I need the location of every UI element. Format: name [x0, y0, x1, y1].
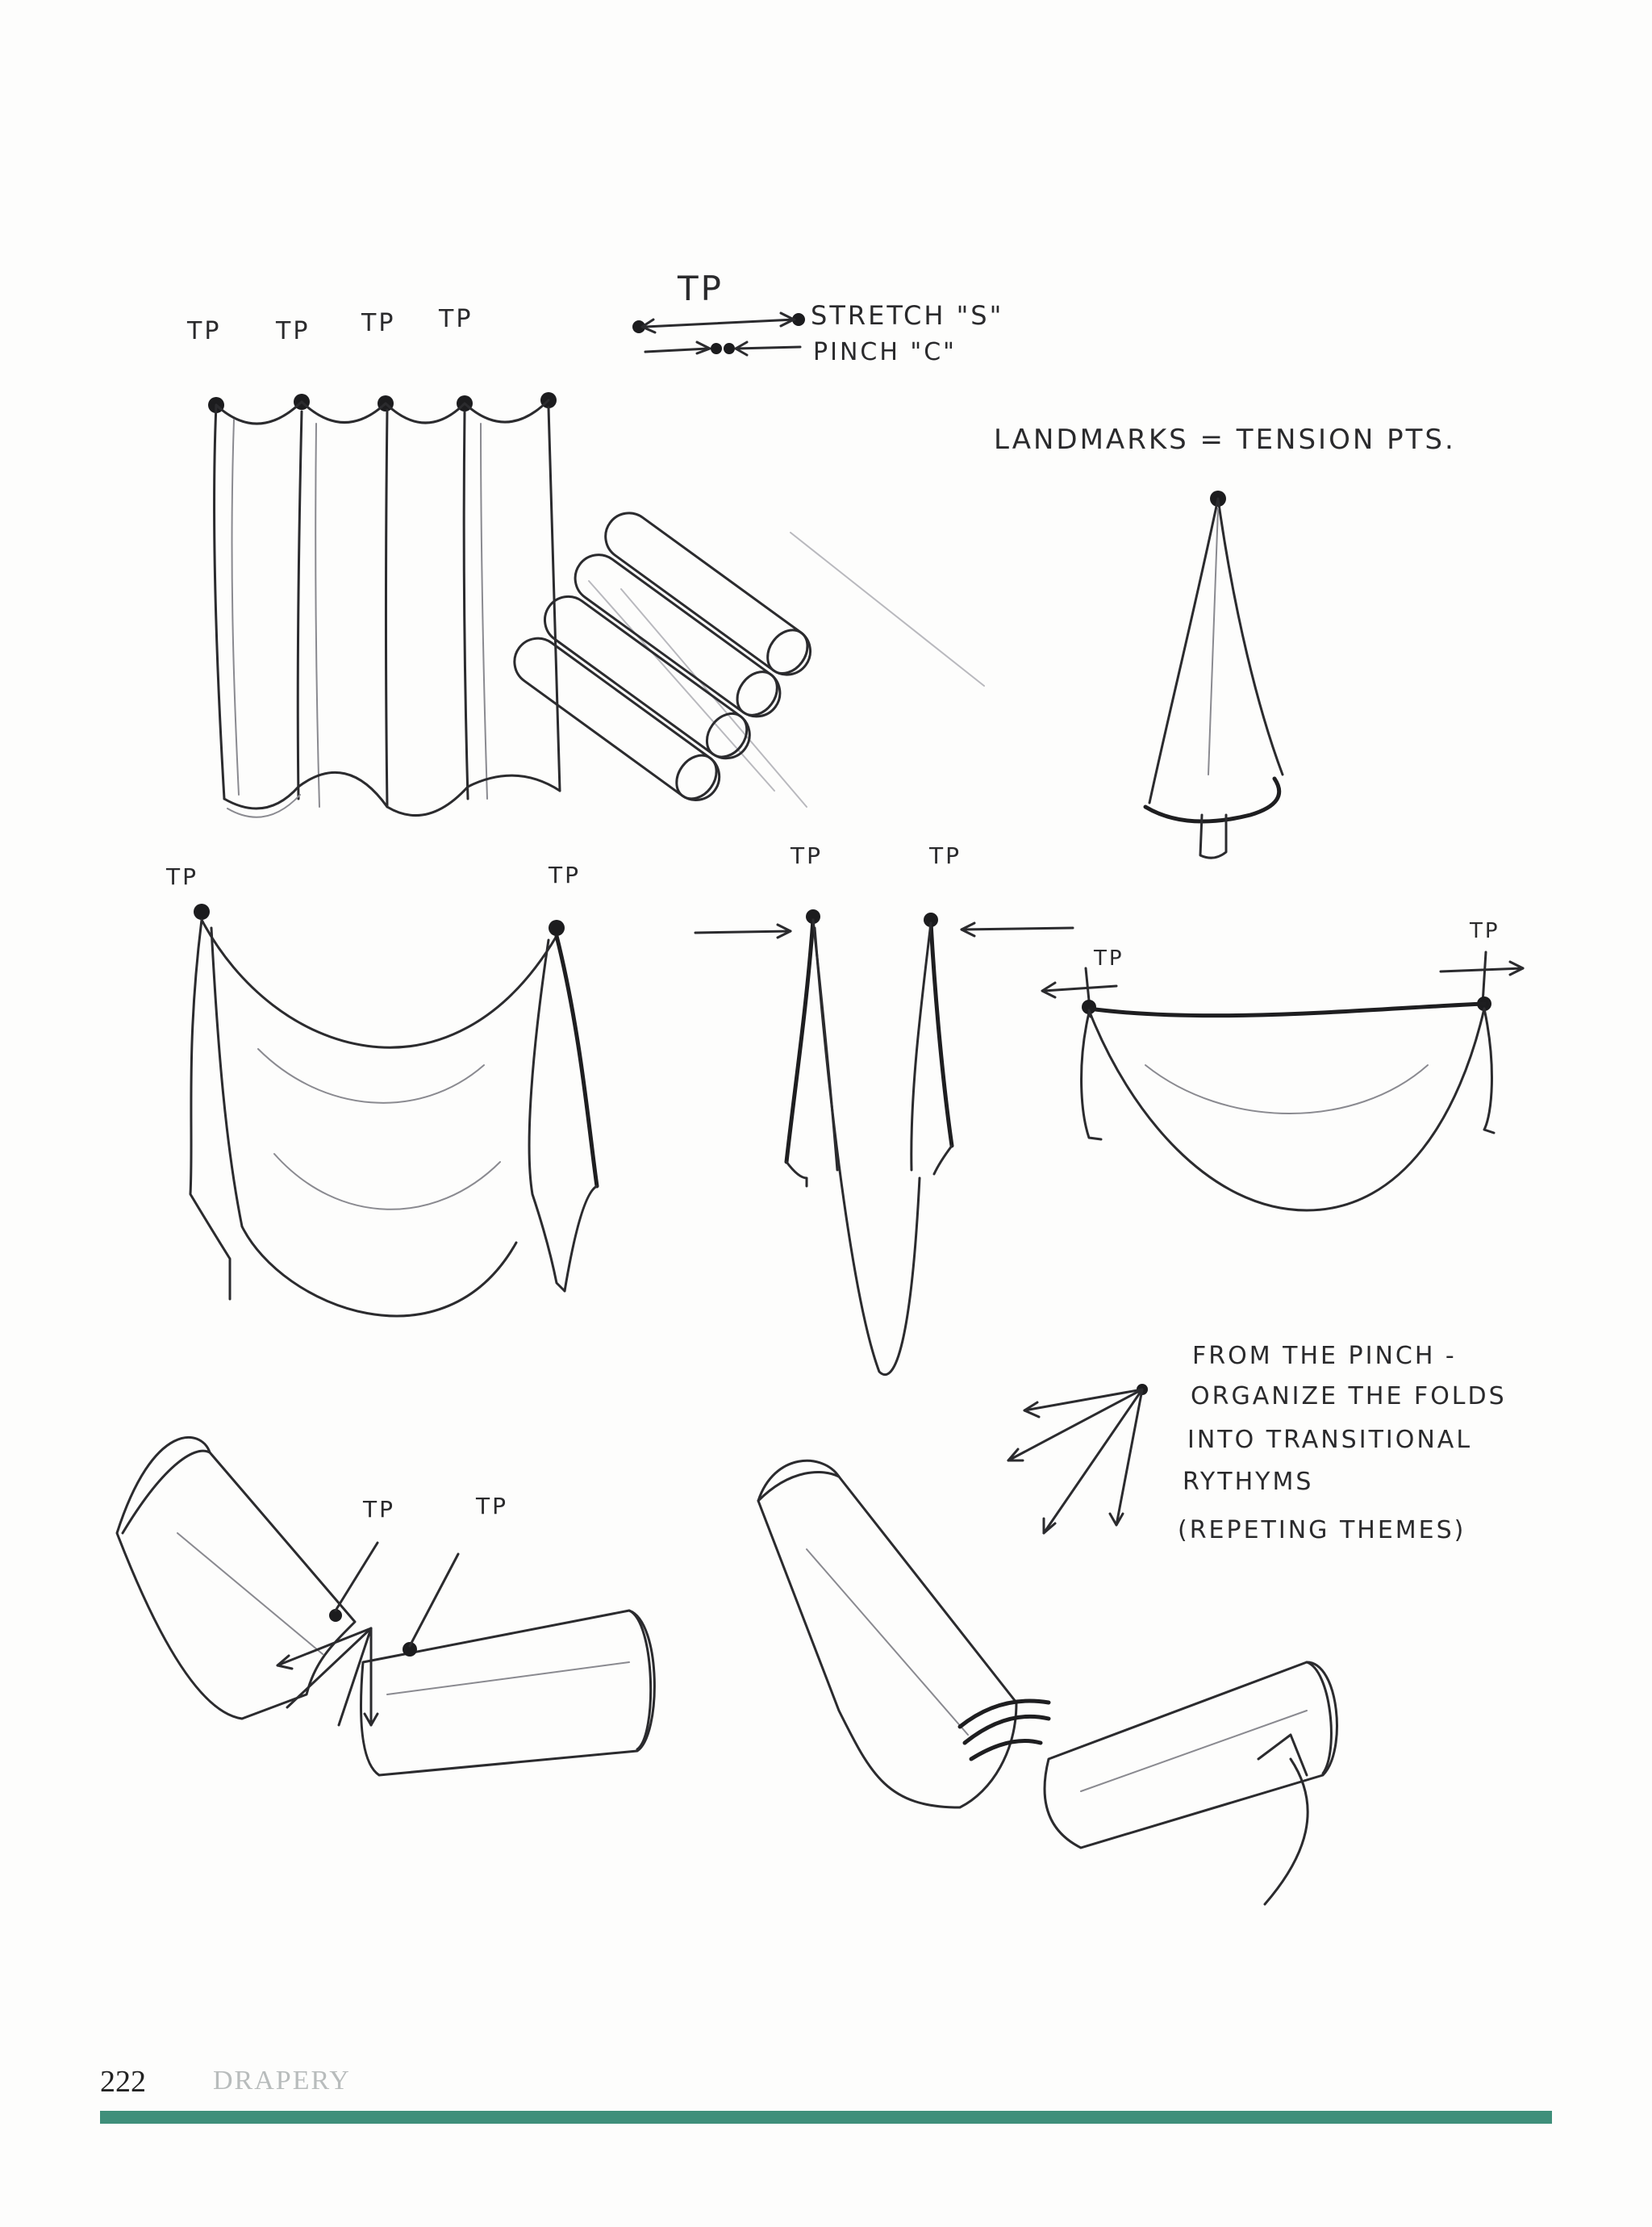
- note-line: FROM THE PINCH -: [1192, 1342, 1457, 1370]
- note-line: (REPETING THEMES): [1178, 1516, 1466, 1544]
- swag-sketch: TP TP: [165, 862, 599, 1318]
- tp-label: TP: [677, 269, 724, 308]
- note-line: RYTHYMS: [1183, 1468, 1313, 1496]
- tp-label: TP: [928, 842, 962, 869]
- tp-label: TP: [548, 862, 581, 888]
- curtain-sketch: TP TP TP TP: [186, 305, 561, 818]
- hanging-cone-sketch: [1143, 491, 1284, 859]
- tp-label: TP: [275, 317, 310, 345]
- footer-rule: [100, 2111, 1552, 2124]
- pinch-rhythm-diagram: FROM THE PINCH - ORGANIZE THE FOLDS INTO…: [1007, 1342, 1507, 1544]
- stretch-pinch-legend: TP STRETCH "S" PINCH "C": [632, 269, 1003, 366]
- tubes-sketch: [513, 512, 985, 808]
- stretch-label: STRETCH "S": [811, 300, 1003, 331]
- pinched-pair-sketch: TP TP: [694, 842, 1074, 1377]
- tp-label: TP: [790, 842, 823, 869]
- tp-label: TP: [362, 1496, 395, 1523]
- tp-label: TP: [186, 317, 221, 345]
- landmarks-caption: LANDMARKS = TENSION PTS.: [994, 424, 1456, 456]
- bent-sleeve-sketch: TP TP: [115, 1436, 656, 1777]
- tp-label: TP: [1469, 919, 1500, 943]
- page-number: 222: [100, 2065, 146, 2099]
- wrapped-sleeve-sketch: [757, 1459, 1338, 1906]
- tp-label: TP: [1093, 946, 1124, 971]
- tp-label: TP: [165, 863, 198, 890]
- tp-label: TP: [438, 305, 473, 333]
- tp-label: TP: [475, 1493, 508, 1519]
- tp-label: TP: [361, 309, 395, 337]
- note-line: INTO TRANSITIONAL: [1187, 1426, 1472, 1454]
- pinch-label: PINCH "C": [813, 338, 957, 366]
- section-title: DRAPERY: [213, 2066, 351, 2095]
- note-line: ORGANIZE THE FOLDS: [1191, 1382, 1507, 1410]
- hammock-sketch: TP TP: [1041, 919, 1525, 1212]
